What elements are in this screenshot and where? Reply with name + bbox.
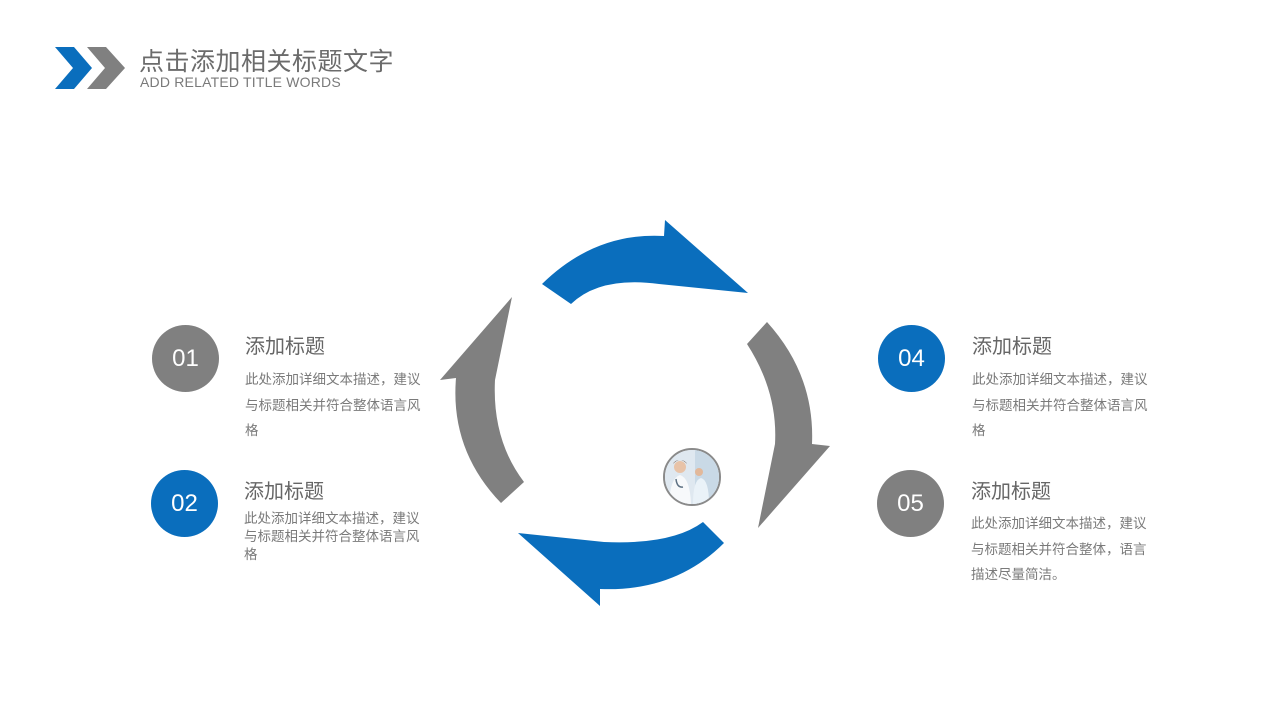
item-description: 此处添加详细文本描述，建议与标题相关并符合整体语言风格 <box>245 372 421 439</box>
item-description: 此处添加详细文本描述，建议与标题相关并符合整体，语言描述尽量简洁。 <box>971 516 1147 583</box>
step-number-badge: 01 <box>152 325 219 392</box>
step-number-badge: 05 <box>877 470 944 537</box>
step-number-badge: 02 <box>151 470 218 537</box>
doctor-photo-icon <box>665 450 719 504</box>
cycle-arrow-top <box>542 220 748 304</box>
cycle-arrow-left <box>440 297 524 503</box>
page-title: 点击添加相关标题文字 <box>139 47 395 76</box>
item-description: 此处添加详细文本描述，建议与标题相关并符合整体语言风格 <box>244 511 420 563</box>
item-title: 添加标题 <box>971 479 1051 503</box>
cycle-arrow-right <box>747 322 830 528</box>
item-description: 此处添加详细文本描述，建议与标题相关并符合整体语言风格 <box>972 372 1148 439</box>
cycle-arrow-bottom <box>518 522 724 606</box>
step-number-badge: 04 <box>878 325 945 392</box>
page-subtitle: ADD RELATED TITLE WORDS <box>140 74 341 90</box>
item-title: 添加标题 <box>244 479 324 503</box>
item-title: 添加标题 <box>245 334 325 358</box>
chevron-logo-icon <box>55 47 125 89</box>
item-title: 添加标题 <box>972 334 1052 358</box>
center-photo <box>663 448 721 506</box>
